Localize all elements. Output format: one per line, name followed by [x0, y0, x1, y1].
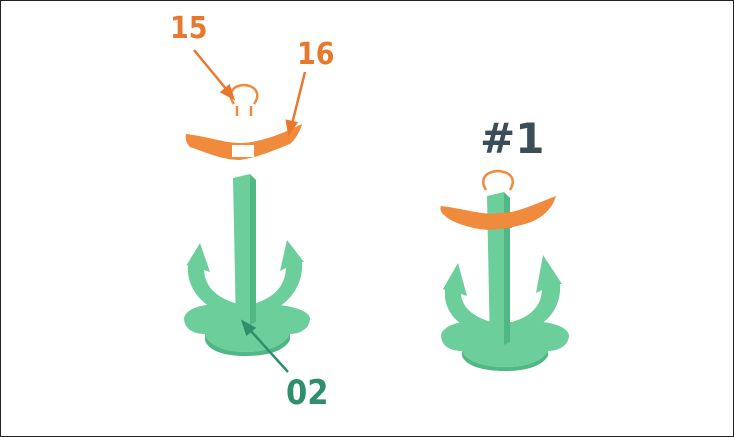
ring-part-15 [231, 85, 257, 116]
assembled-anchor [440, 171, 569, 371]
callout-arrow-16 [287, 72, 305, 133]
stock-slot [232, 145, 254, 157]
callout-arrow-15 [194, 50, 233, 98]
step-label: #1 [480, 118, 544, 160]
callout-label-16: 16 [297, 40, 335, 70]
callout-label-02: 02 [286, 376, 329, 410]
callout-label-15: 15 [170, 14, 208, 44]
